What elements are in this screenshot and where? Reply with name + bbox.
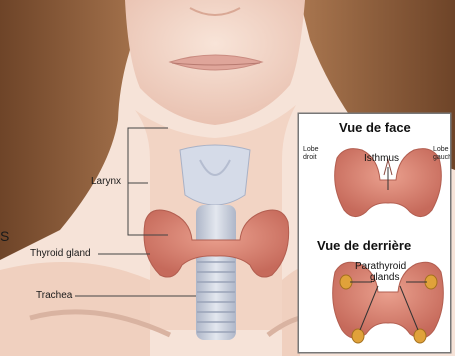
isthmus-label: Isthmus <box>364 153 399 164</box>
lobe-left-label-line2: gauche <box>433 154 450 162</box>
edge-text-fragment: S <box>0 228 9 244</box>
back-view-title: Vue de derrière <box>317 238 411 253</box>
parathyroid-label-line1: Parathyroid <box>355 261 406 272</box>
thyroid-gland-label: Thyroid gland <box>30 248 91 259</box>
larynx-label: Larynx <box>91 176 121 187</box>
inset-panel <box>298 113 451 353</box>
parathyroid-label-line2: glands <box>370 272 399 283</box>
lobe-left-label-line1: Lobe <box>433 146 449 154</box>
trachea-label: Trachea <box>36 290 72 301</box>
lobe-right-label-line2: droit <box>303 154 317 162</box>
front-view-title: Vue de face <box>339 120 411 135</box>
lobe-right-label-line1: Lobe <box>303 146 319 154</box>
